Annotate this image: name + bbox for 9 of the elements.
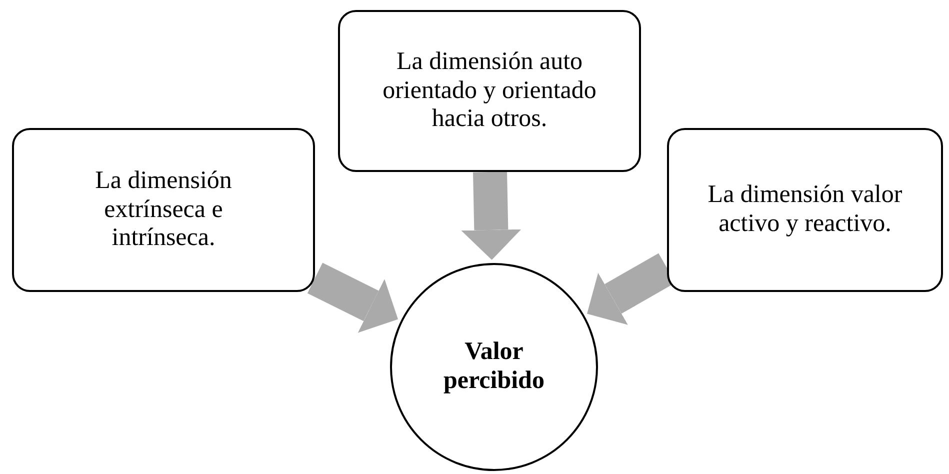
node-text: La dimensión extrínseca e intrínseca. <box>94 166 233 254</box>
dimension-box <box>338 10 641 172</box>
dimension-box <box>667 128 943 292</box>
block-arrow <box>461 172 522 260</box>
node-text: Valor percibido <box>442 338 546 396</box>
node-text: La dimensión valor activo y reactivo. <box>706 181 904 239</box>
dimension-box <box>12 128 315 292</box>
block-arrow <box>307 262 398 333</box>
node-text: La dimensión auto orientado y orientado hacia otros. <box>382 48 598 134</box>
